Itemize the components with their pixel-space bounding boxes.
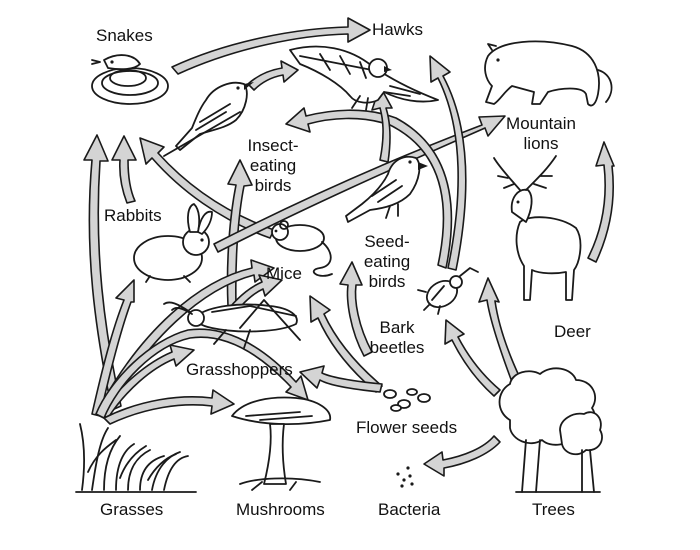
snake-drawing xyxy=(91,54,169,105)
label-mountain-lions-line-2: lions xyxy=(523,134,559,153)
arrow-beetles-to-hawks xyxy=(429,55,467,271)
label-insect-eating-birds-line-3: birds xyxy=(254,176,292,195)
arrow-trees-to-beetles xyxy=(444,319,501,397)
grasses-drawing xyxy=(75,423,197,493)
label-seed-eating-birds: Seed- eating birds xyxy=(358,232,416,292)
label-bacteria: Bacteria xyxy=(378,500,441,519)
arrow-grasses-to-mushrooms xyxy=(103,389,235,425)
bark-beetle-drawing xyxy=(417,267,479,315)
insect-eating-bird-drawing xyxy=(163,81,254,157)
arrow-grasses-to-snakes xyxy=(83,134,122,411)
trees-drawing xyxy=(498,367,603,493)
arrow-rabbits-to-snakes xyxy=(111,135,137,204)
arrow-grasses-to-grasshoppers xyxy=(99,344,195,419)
flower-seeds-drawing xyxy=(383,388,431,412)
mountain-lion-drawing xyxy=(484,40,613,107)
arrow-deer-to-mountain-lions xyxy=(587,141,615,263)
label-flower-seeds: Flower seeds xyxy=(356,418,458,437)
label-bark-beetles: Bark beetles xyxy=(366,318,428,358)
arrow-trees-to-deer xyxy=(478,277,521,383)
label-hawks: Hawks xyxy=(372,20,424,39)
label-seed-eating-birds-line-2: eating xyxy=(363,252,411,271)
label-seed-eating-birds-line-3: birds xyxy=(368,272,406,291)
arrow-seedbirds-to-hawks xyxy=(371,85,393,163)
label-mice: Mice xyxy=(266,264,302,283)
label-trees: Trees xyxy=(532,500,575,519)
label-snakes: Snakes xyxy=(96,26,153,45)
arrow-grasshoppers-to-insect-birds xyxy=(226,159,253,307)
label-seed-eating-birds-line-1: Seed- xyxy=(364,232,410,251)
rabbit-drawing xyxy=(133,203,213,283)
grasshopper-drawing xyxy=(163,299,301,349)
label-mushrooms: Mushrooms xyxy=(236,500,325,519)
label-grasses: Grasses xyxy=(100,500,164,519)
label-insect-eating-birds: Insect- eating birds xyxy=(240,136,306,196)
arrow-seeds-to-mice xyxy=(309,295,383,393)
arrow-seeds-loop xyxy=(299,365,383,393)
bacteria-drawing xyxy=(396,466,414,488)
seed-eating-bird-drawing xyxy=(345,155,428,223)
label-rabbits: Rabbits xyxy=(104,206,162,225)
arrow-seedbirds-to-insect-birds xyxy=(285,107,453,269)
label-grasshoppers: Grasshoppers xyxy=(186,360,293,379)
label-bark-beetles-line-1: Bark xyxy=(379,318,415,337)
label-insect-eating-birds-line-1: Insect- xyxy=(247,136,299,155)
label-bark-beetles-line-2: beetles xyxy=(369,338,425,357)
hawk-drawing xyxy=(289,45,439,111)
label-deer: Deer xyxy=(554,322,591,341)
label-mountain-lions: Mountain lions xyxy=(496,114,586,154)
arrow-grasses-to-rabbits xyxy=(91,279,135,417)
arrow-seeds-to-seedbirds xyxy=(339,261,373,357)
deer-drawing xyxy=(493,155,582,301)
label-insect-eating-birds-line-2: eating xyxy=(249,156,297,175)
arrow-bird-to-hawks xyxy=(247,60,299,91)
arrow-snakes-to-hawks xyxy=(171,17,371,75)
arrow-trees-to-bacteria xyxy=(423,435,501,477)
label-mountain-lions-line-1: Mountain xyxy=(506,114,576,133)
mouse-drawing xyxy=(271,220,333,277)
mushrooms-drawing xyxy=(231,396,331,491)
arrow-grasses-loop xyxy=(95,328,309,419)
